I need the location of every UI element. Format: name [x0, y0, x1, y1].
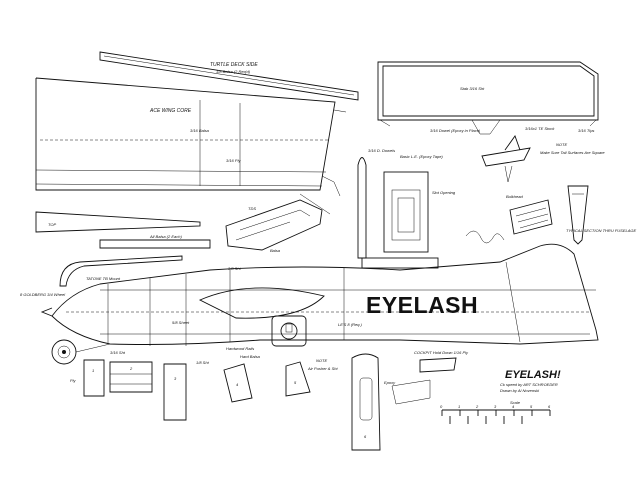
scale-tick-3: 3: [494, 404, 497, 409]
stab-num-1: 1: [92, 368, 94, 373]
wing-tip-ply-label: 3/16 Ply: [226, 158, 241, 163]
eyelash-fuselage-title: EYELASH: [366, 292, 478, 318]
title-block: EYELASH! Ck speed by ART SCHROEDER Drawn…: [440, 369, 561, 424]
epoxy-label: Epoxy: [384, 380, 396, 385]
le-label: LE'S 8 (Req.): [338, 322, 363, 327]
turtle-deck-sub-label: 1/8 Balsa (2 Req'd): [216, 69, 251, 74]
scale-label: Scale: [510, 400, 521, 405]
fuselage-side-view: EYELASH TATONE TB Mount 8 GOLDBERG 3/4 W…: [20, 243, 599, 347]
section-label: TYPICAL SECTION THRU FUSELAGE: [566, 228, 636, 233]
sheet-38-label: 3/8 Sht: [228, 266, 242, 271]
fin-sketch-part: NOTE Make Sure Tail Surfaces Are Square …: [465, 135, 636, 245]
lower-notes: 3/16 Sht Hardwood Rails Hard Balsa NOTE …: [110, 346, 338, 371]
stab-num-5: 5: [294, 380, 297, 385]
ply-note-label: All Balsa (2 Each): [149, 234, 182, 239]
sheet-18-label: 1/8 Sht: [196, 360, 210, 365]
stabilizer-part: Stab 3/16 Sht 3/16 Dowel (Epoxy in Place…: [377, 61, 599, 135]
stab-num-4: 4: [236, 382, 239, 387]
stab-dowel-label: 3/16 Dowel (Epoxy in Place): [430, 128, 481, 133]
balsa-nose-label: Balsa: [270, 248, 281, 253]
ply-label: Ply: [70, 378, 77, 383]
wheel-part: [51, 339, 111, 365]
note-right-sub-label: Make Sure Tail Surfaces Are Square: [540, 150, 605, 155]
stab-num-6: 6: [364, 434, 367, 439]
stab-tips-label: 3/16 Tips: [578, 128, 594, 133]
tds-label: TDS: [248, 206, 256, 211]
scale-tick-1: 1: [458, 404, 460, 409]
turtle-deck-label: TURTLE DECK SIDE: [210, 62, 258, 68]
basic-le-label: Basic L.E. (Epoxy Tape): [400, 154, 443, 159]
note-right-label: NOTE: [556, 142, 567, 147]
scale-tick-6: 6: [548, 404, 551, 409]
credit-line-2: Drawn by Al Novenski: [500, 388, 539, 393]
left-ply-parts: TOP All Balsa (2 Each): [35, 211, 211, 287]
scale-bar: 0 1 2 3 4 5 6: [440, 404, 551, 424]
credit-line-1: Ck speed by ART SCHROEDER: [500, 382, 558, 387]
top-label: TOP: [48, 222, 56, 227]
ace-wing-core-label: ACE WING CORE: [149, 108, 192, 114]
scale-tick-2: 2: [475, 404, 479, 409]
dowels-label: 3/16 D. Dowels: [368, 148, 395, 153]
stab-num-2: 2: [129, 366, 133, 371]
bulkhead-label: Bulkhead: [506, 194, 523, 199]
goldberg-label: 8 GOLDBERG 3/4 Wheel: [20, 292, 65, 297]
note-left-label: NOTE: [316, 358, 327, 363]
dowels-slot-part: 3/16 D. Dowels Basic L.E. (Epoxy Tape) S…: [357, 148, 456, 269]
scale-tick-0: 0: [440, 404, 443, 409]
scale-tick-5: 5: [530, 404, 533, 409]
stab-label: Stab 3/16 Sht: [460, 86, 485, 91]
tatone-label: TATONE TB Mount: [86, 276, 121, 281]
stab-te-label: 3/16x1 TE Stock: [525, 126, 555, 131]
note-left-sub-label: Air Pusher & Sht: [307, 366, 338, 371]
hard-balsa-label: Hard Balsa: [240, 354, 261, 359]
scale-tick-4: 4: [512, 404, 515, 409]
slot-opening-label: Slot Opening: [432, 190, 456, 195]
cockpit-label: COCKPIT Hold Down 1/16 Ply: [414, 350, 469, 355]
hardwood-label: Hardwood Rails: [226, 346, 254, 351]
wing-core-sub-label: 3/16 Balsa: [190, 128, 210, 133]
tds-sketch-part: TDS Balsa: [225, 199, 323, 253]
stab-num-3: 3: [174, 376, 177, 381]
sheet-316-label: 3/16 Sht: [110, 350, 126, 355]
ace-wing-core-part: ACE WING CORE 3/16 Balsa 3/16 Ply: [35, 77, 347, 215]
bottom-parts: Ply 1 2 3 4 5 6 COCKPIT Hold Down 1/16 P…: [70, 350, 469, 451]
sheet-532-label: 5/8 Sheet: [172, 320, 190, 325]
eyelash-script-title: EYELASH!: [505, 369, 561, 381]
turtle-deck-side-part: TURTLE DECK SIDE 1/8 Balsa (2 Req'd): [99, 51, 359, 101]
